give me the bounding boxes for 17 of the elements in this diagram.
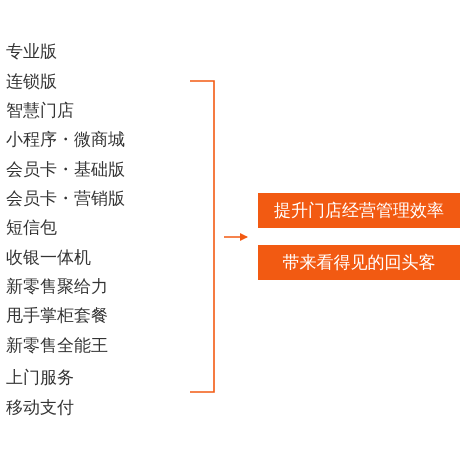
benefit-box: 提升门店经营管理效率	[258, 193, 460, 228]
product-item: 会员卡・营销版	[6, 188, 125, 210]
product-item: 专业版	[6, 41, 57, 63]
product-item: 会员卡・基础版	[6, 159, 125, 181]
product-item: 新零售聚给力	[6, 276, 108, 298]
product-item: 新零售全能王	[6, 335, 108, 357]
product-item: 短信包	[6, 217, 57, 239]
product-item: 连锁版	[6, 71, 57, 93]
product-item: 智慧门店	[6, 100, 74, 122]
bracket	[190, 80, 215, 393]
arrow	[224, 233, 248, 241]
product-item: 甩手掌柜套餐	[6, 305, 108, 327]
product-item: 小程序・微商城	[6, 129, 125, 151]
product-item: 收银一体机	[6, 247, 91, 269]
benefit-box: 带来看得见的回头客	[258, 245, 460, 280]
product-item: 移动支付	[6, 397, 74, 419]
product-item: 上门服务	[6, 367, 74, 389]
